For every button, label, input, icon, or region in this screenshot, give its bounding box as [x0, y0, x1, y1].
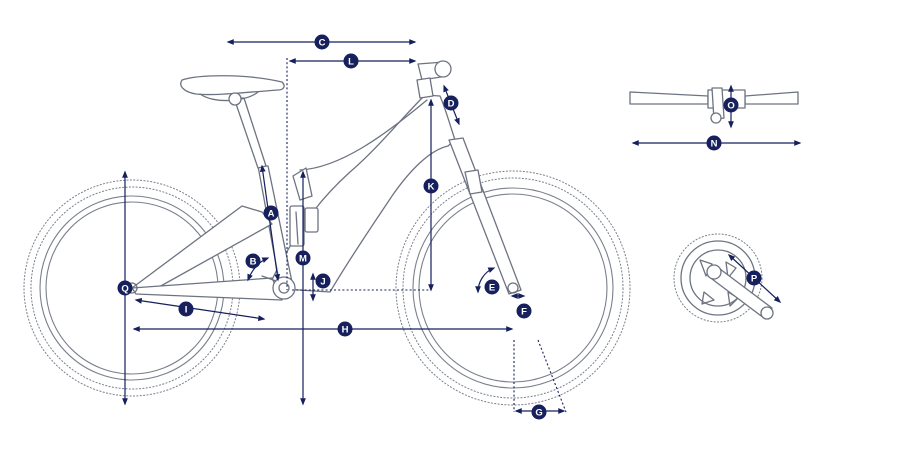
badge-p: P: [746, 270, 762, 286]
svg-text:D: D: [448, 99, 455, 110]
saddle-seatpost: [180, 75, 285, 169]
svg-text:H: H: [342, 325, 349, 336]
badge-n: N: [706, 135, 722, 151]
dimension-g-guide-2: [537, 339, 567, 413]
handlebar-detail: [629, 87, 799, 124]
badge-d: D: [443, 95, 459, 111]
svg-text:G: G: [535, 408, 542, 419]
svg-text:J: J: [320, 277, 325, 288]
dimension-badges: A B C D E F G H I J K L M N O P Q: [117, 34, 762, 420]
badge-k: K: [423, 178, 439, 194]
svg-text:Q: Q: [121, 284, 128, 295]
dimension-i-line: [134, 297, 266, 322]
badge-h: H: [337, 321, 353, 337]
svg-text:O: O: [727, 101, 734, 112]
badge-q: Q: [117, 280, 133, 296]
svg-text:E: E: [489, 283, 495, 294]
svg-text:N: N: [711, 139, 718, 150]
dimension-e-arc: [475, 267, 496, 294]
svg-text:P: P: [751, 274, 758, 285]
svg-text:A: A: [268, 209, 275, 220]
badge-l: L: [343, 53, 359, 69]
badge-m: M: [295, 250, 311, 266]
front-wheel: [395, 170, 631, 406]
svg-text:K: K: [428, 182, 435, 193]
badge-g: G: [531, 404, 547, 420]
badge-o: O: [723, 97, 739, 113]
badge-j: J: [315, 273, 331, 289]
svg-text:L: L: [348, 57, 354, 68]
svg-text:M: M: [299, 254, 307, 265]
badge-a: A: [263, 205, 279, 221]
badge-b: B: [245, 253, 261, 269]
bike-illustration: [23, 60, 799, 406]
svg-text:F: F: [521, 307, 527, 318]
badge-e: E: [484, 279, 500, 295]
badge-c: C: [314, 34, 330, 50]
badge-i: I: [178, 301, 194, 317]
svg-text:C: C: [319, 38, 326, 49]
fork-stem: [416, 60, 522, 295]
dimension-a-line: [259, 164, 281, 282]
svg-text:B: B: [250, 257, 257, 268]
badge-f: F: [516, 303, 532, 319]
svg-text:I: I: [185, 305, 188, 316]
